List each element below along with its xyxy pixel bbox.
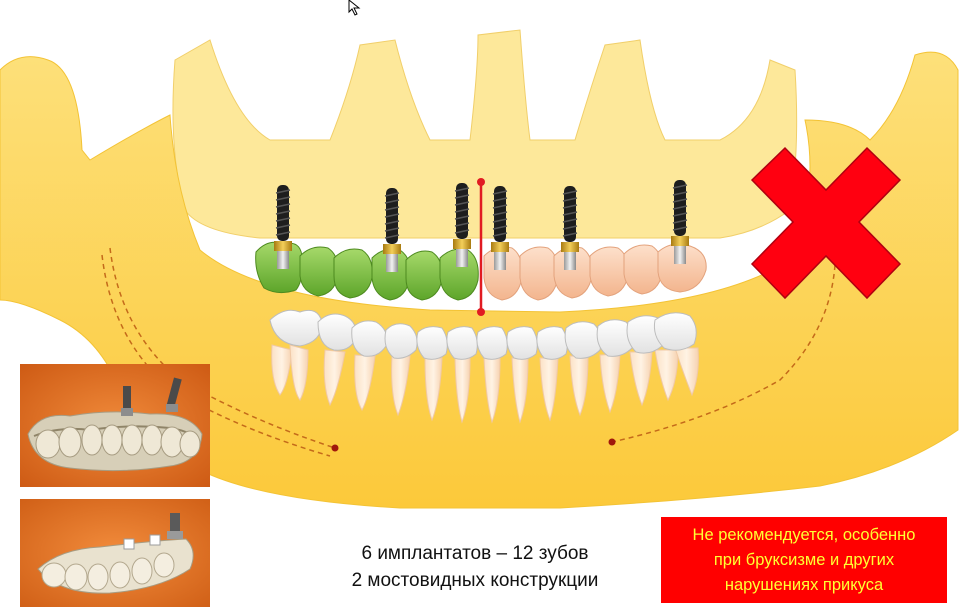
bridge-photo-2 bbox=[20, 499, 210, 607]
peach-bridge bbox=[483, 243, 707, 301]
warning-line-2: при бруксизме и других bbox=[713, 550, 895, 569]
cross-icon bbox=[750, 146, 902, 300]
warning-box: Не рекомендуется, особенно при бруксизме… bbox=[661, 517, 947, 603]
green-bridge bbox=[255, 241, 479, 301]
warning-line-3: нарушениях прикуса bbox=[724, 575, 884, 594]
caption-line-1: 6 имплантатов – 12 зубов bbox=[361, 543, 589, 564]
upper-jaw bbox=[172, 29, 798, 239]
caption: 6 имплантатов – 12 зубов 2 мостовидных к… bbox=[300, 540, 650, 594]
caption-line-2: 2 мостовидных конструкции bbox=[351, 570, 599, 591]
right-nerve-canal bbox=[611, 264, 836, 443]
cursor-icon bbox=[348, 0, 361, 16]
bridge-photo-1 bbox=[20, 364, 210, 487]
lower-teeth-roots bbox=[271, 344, 699, 424]
warning-line-1: Не рекомендуется, особенно bbox=[692, 525, 916, 544]
lower-teeth-crowns bbox=[269, 309, 697, 360]
midline-marker bbox=[477, 178, 485, 316]
